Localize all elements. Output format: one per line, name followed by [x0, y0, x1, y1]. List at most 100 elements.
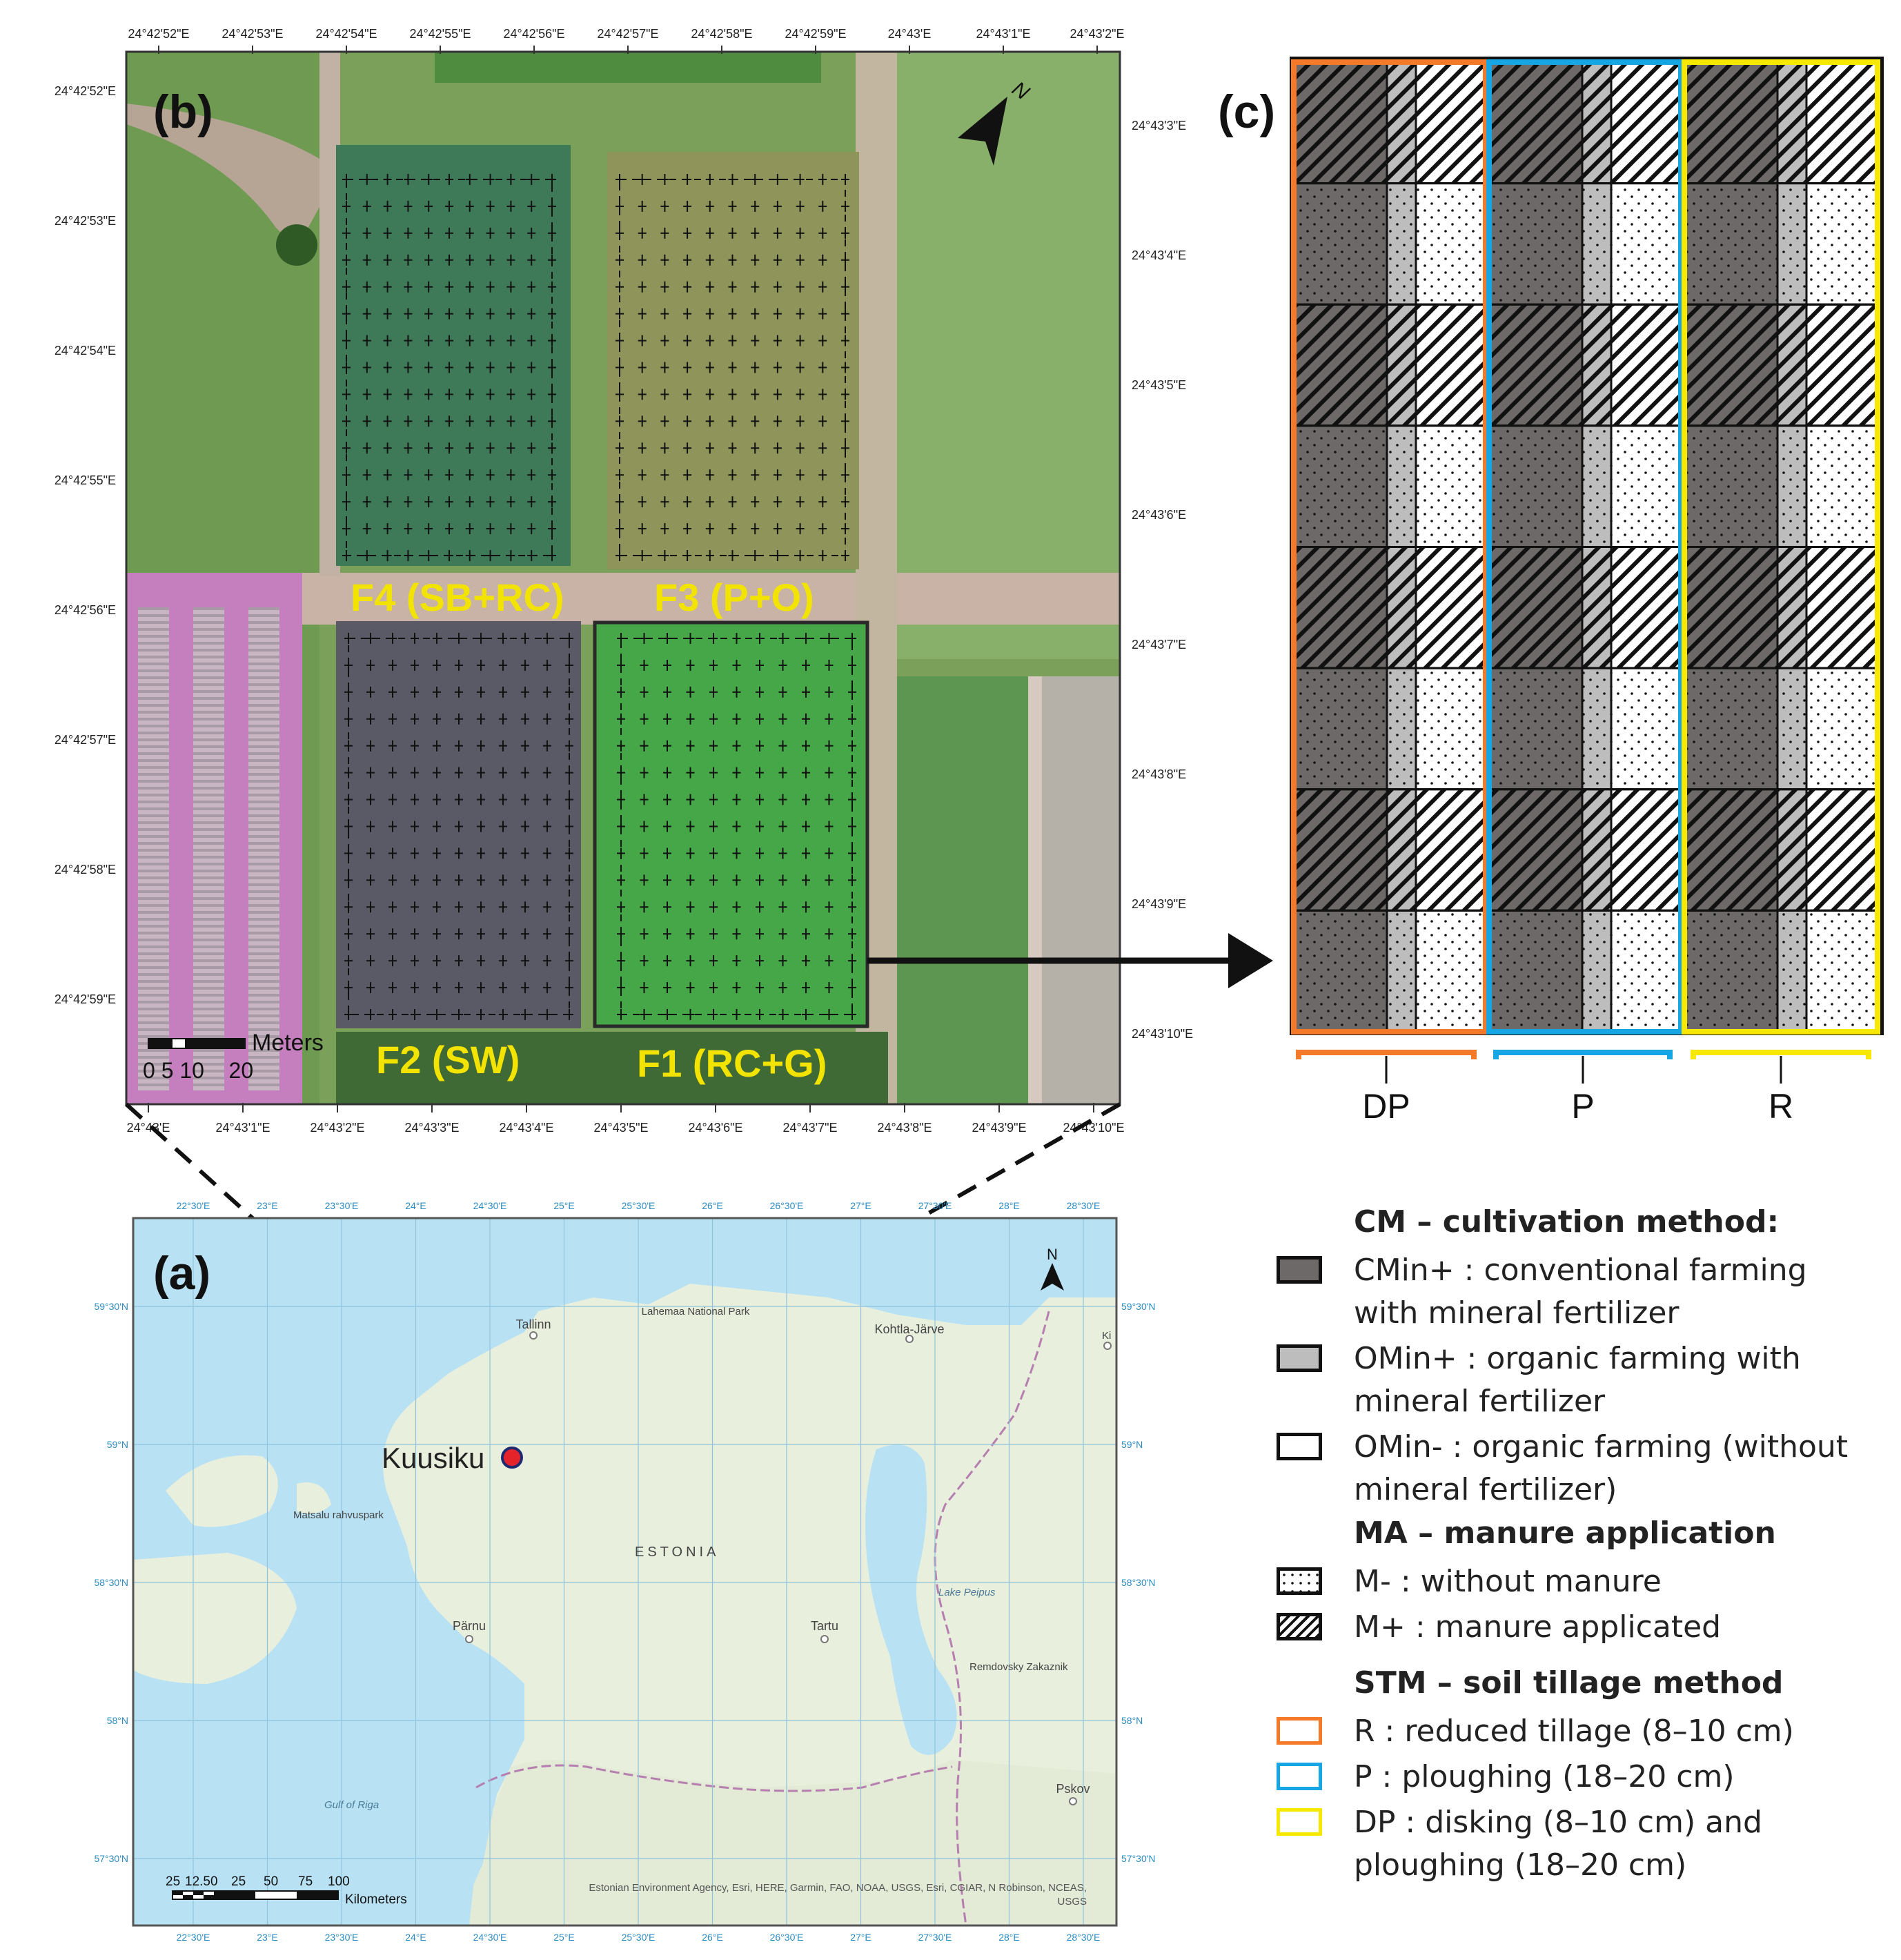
- place-kuusiku: Kuusiku: [382, 1442, 484, 1474]
- swatch-dark-gray: [1277, 1256, 1322, 1284]
- tick-label: 57°30'N: [1121, 1853, 1156, 1864]
- no-manure-dots: [1683, 182, 1779, 306]
- parnu-dot: [465, 1635, 473, 1643]
- manure-hatch: [1805, 303, 1879, 427]
- no-manure-dots: [1386, 424, 1417, 548]
- tick-label: 23°30'E: [325, 1932, 359, 1943]
- tick-label: 24°42'55"E: [55, 473, 116, 487]
- no-manure-dots: [1610, 667, 1684, 791]
- tick-label: 24°43'2"E: [1070, 27, 1124, 41]
- saaremaa-island: [133, 1553, 297, 1684]
- manure-hatch: [1683, 61, 1779, 185]
- tick-label: 23°E: [257, 1200, 278, 1211]
- no-manure-dots: [1581, 424, 1613, 548]
- legend-item-m-minus: M- : without manure: [1277, 1560, 1884, 1603]
- legend-item-m-plus: M+ : manure applicated: [1277, 1606, 1884, 1649]
- no-manure-dots: [1805, 667, 1879, 791]
- no-manure-dots: [1488, 182, 1584, 306]
- manure-hatch: [1488, 303, 1584, 427]
- tick-label: 24°42'59"E: [785, 27, 846, 41]
- place-ki: Ki: [1102, 1330, 1111, 1342]
- svg-text:12.50: 12.50: [185, 1874, 218, 1889]
- tree: [276, 224, 317, 266]
- manure-hatch: [1581, 303, 1613, 427]
- tick-label: 59°N: [107, 1439, 128, 1450]
- no-manure-dots: [1292, 909, 1388, 1033]
- no-manure-dots: [1776, 667, 1808, 791]
- scale-numbers-b: 0 5 10 20: [143, 1058, 253, 1083]
- no-manure-dots: [1488, 667, 1584, 791]
- tick-label: 28°30'E: [1067, 1932, 1101, 1943]
- manure-hatch: [1292, 303, 1388, 427]
- manure-hatch: [1610, 546, 1684, 669]
- legend-ma-title: MA – manure application: [1354, 1516, 1776, 1551]
- latvia-border: [475, 1764, 953, 1792]
- tick-label: 24°43'6"E: [688, 1121, 742, 1135]
- legend-item-dp: DP : disking (8–10 cm) and ploughing (18…: [1277, 1801, 1884, 1887]
- group-label-dp: DP: [1362, 1087, 1410, 1126]
- no-manure-dots: [1415, 909, 1488, 1033]
- tick-label: 24°42'55"E: [409, 27, 471, 41]
- legend-item-omin-minus: OMin- : organic farming (without mineral…: [1277, 1426, 1884, 1511]
- manure-hatch: [1488, 788, 1584, 912]
- field-label-f2: F2 (SW): [376, 1038, 520, 1081]
- manure-hatch: [1610, 61, 1684, 185]
- no-manure-dots: [1683, 424, 1779, 548]
- place-estonia: ESTONIA: [635, 1545, 719, 1560]
- manure-hatch: [1386, 788, 1417, 912]
- aerial-frame: [125, 50, 1121, 1106]
- tick-label: 24°42'57"E: [55, 733, 116, 747]
- tick-label: 24°43'7"E: [782, 1121, 837, 1135]
- tick-label: 24°43'3"E: [1132, 119, 1186, 133]
- tick-label: 24°43'5"E: [1132, 378, 1186, 392]
- map-attribution-2: USGS: [1057, 1896, 1087, 1908]
- tick-label: 26°30'E: [770, 1200, 804, 1211]
- map-attribution: Estonian Environment Agency, Esri, HERE,…: [589, 1882, 1087, 1894]
- tick-label: 24°43'9"E: [972, 1121, 1026, 1135]
- tick-label: 24°42'58"E: [691, 27, 752, 41]
- schematic-cells: [1292, 61, 1879, 1033]
- swatch-orange-box: [1277, 1717, 1322, 1745]
- tick-label: 59°N: [1121, 1439, 1143, 1450]
- plot-grid-markers: [342, 174, 856, 1020]
- field-label-f4: F4 (SB+RC): [351, 576, 564, 619]
- tick-label: 23°E: [257, 1932, 278, 1943]
- no-manure-dots: [1581, 667, 1613, 791]
- place-lahemaa: Lahemaa National Park: [642, 1306, 750, 1317]
- zoom-arrow-head: [1228, 933, 1273, 988]
- tick-label: 25°E: [553, 1200, 575, 1211]
- no-manure-dots: [1776, 182, 1808, 306]
- swatch-yellow-box: [1277, 1808, 1322, 1836]
- tick-label: 24°42'57"E: [597, 27, 658, 41]
- swatch-light-gray: [1277, 1344, 1322, 1372]
- no-manure-dots: [1415, 424, 1488, 548]
- manure-hatch: [1683, 546, 1779, 669]
- manure-hatch: [1683, 788, 1779, 912]
- group-label-p: P: [1571, 1087, 1594, 1126]
- tick-label: 24°42'56"E: [503, 27, 564, 41]
- tick-label: 24°42'52"E: [128, 27, 189, 41]
- swatch-hatch: [1277, 1613, 1322, 1640]
- no-manure-dots: [1776, 909, 1808, 1033]
- tick-label: 24°42'53"E: [55, 214, 116, 228]
- legend-cm-title: CM – cultivation method:: [1354, 1204, 1780, 1239]
- no-manure-dots: [1386, 909, 1417, 1033]
- tillage-box-p: [1486, 59, 1684, 1035]
- tick-label: 24°43'4"E: [499, 1121, 553, 1135]
- scale-title-a: Kilometers: [345, 1892, 407, 1907]
- tick-label: 25°E: [553, 1932, 575, 1943]
- no-manure-dots: [1805, 909, 1879, 1033]
- tick-label: 24°43'6"E: [1132, 508, 1186, 522]
- tick-label: 27°30'E: [918, 1932, 952, 1943]
- no-manure-dots: [1386, 182, 1417, 306]
- plot-layout-schematic: (c) DP P R: [867, 57, 1884, 1126]
- tick-label: 24°E: [405, 1200, 426, 1211]
- field-f4: [336, 145, 571, 566]
- north-arrow-a: N: [1041, 1246, 1064, 1291]
- manure-hatch: [1776, 788, 1808, 912]
- tick-label: 24°42'54"E: [315, 27, 377, 41]
- manure-hatch: [1776, 61, 1808, 185]
- tick-label: 24°42'56"E: [55, 603, 116, 617]
- svg-text:75: 75: [298, 1874, 313, 1889]
